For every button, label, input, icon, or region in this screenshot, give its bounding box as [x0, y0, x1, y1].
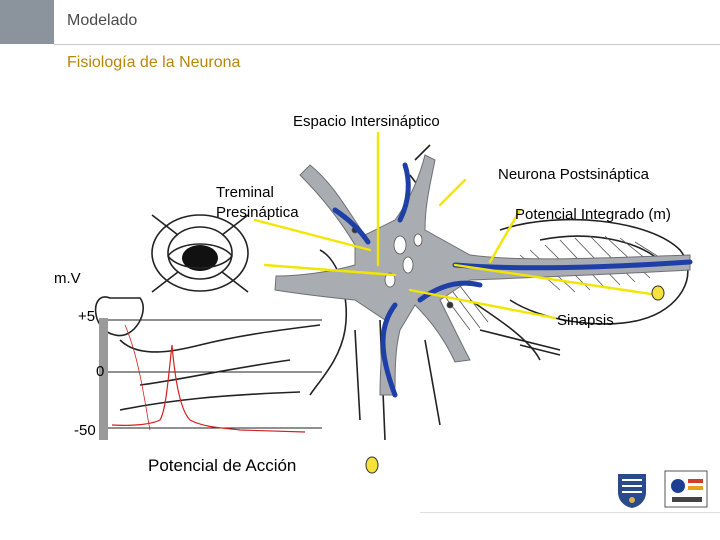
neuron-vesicles	[351, 226, 454, 309]
footer-divider	[420, 512, 720, 513]
action-potential-curve	[111, 344, 306, 433]
header-title: Modelado	[67, 12, 138, 29]
label-terminal-line2: Presináptica	[216, 204, 299, 221]
action-potential-plot	[99, 318, 322, 440]
neuron-body-gray	[274, 154, 691, 396]
pointer-lines	[253, 131, 660, 320]
header-divider	[54, 44, 720, 45]
label-terminal-line1: Treminal	[216, 184, 274, 201]
label-sinapsis: Sinapsis	[557, 312, 614, 329]
marker-dot-legend	[365, 456, 379, 474]
header-accent-block	[0, 0, 54, 44]
apparatus-sketch	[94, 144, 689, 441]
label-zero: 0	[96, 363, 105, 380]
voltage-bar	[99, 318, 108, 440]
label-potencial-accion: Potencial de Acción	[148, 456, 297, 475]
label-minus50: -50	[74, 422, 96, 439]
department-logo-icon	[664, 470, 708, 508]
label-plus50: +5	[78, 308, 96, 325]
presynaptic-terminal	[167, 243, 233, 271]
neuron-pathways-blue	[332, 162, 693, 398]
label-mv: m.V	[54, 270, 81, 287]
label-neurona-postsinaptica: Neurona Postsináptica	[498, 166, 649, 183]
label-potencial-integrado: Potencial Integrado (m)	[515, 206, 671, 223]
slide-subtitle: Fisiología de la Neurona	[67, 54, 241, 71]
university-crest-icon	[618, 474, 646, 508]
label-espacio-intersinaptico: Espacio Intersináptico	[293, 113, 440, 130]
marker-dot-neuron	[651, 285, 665, 301]
